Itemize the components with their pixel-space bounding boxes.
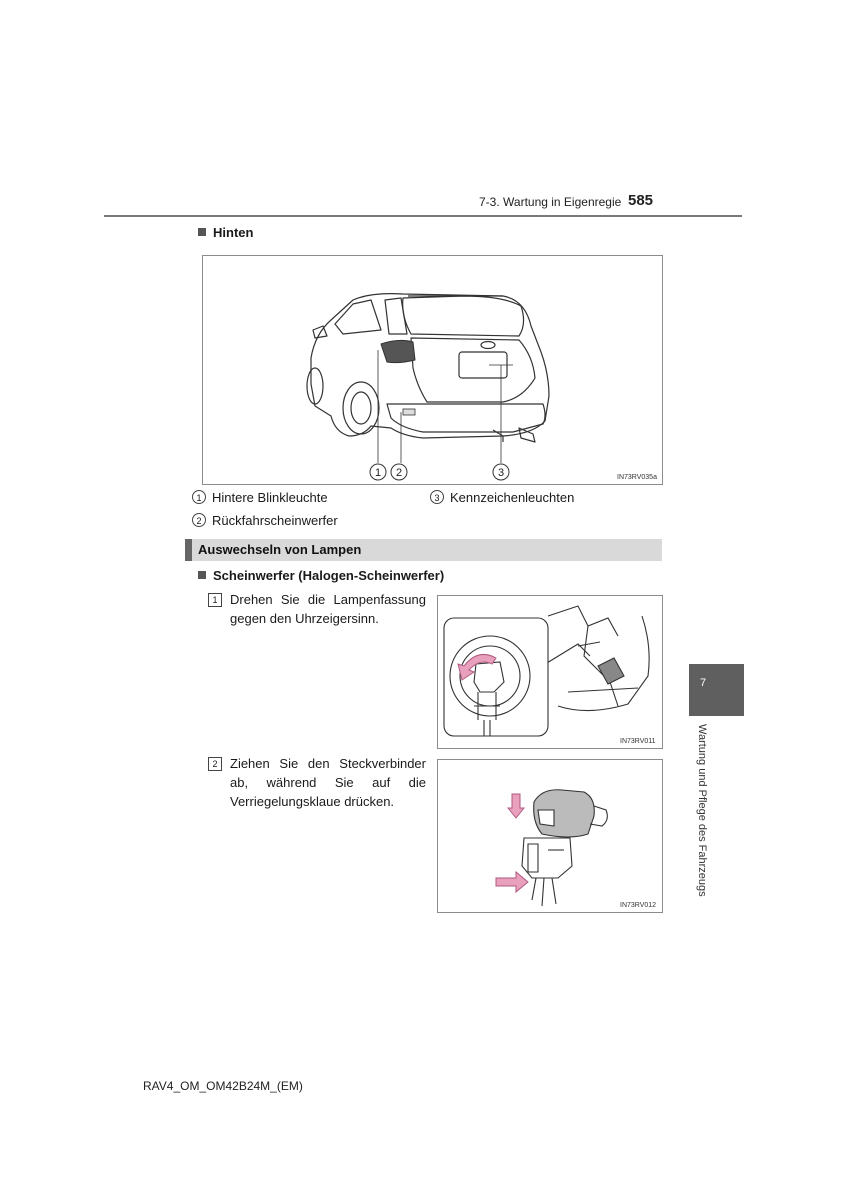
section-title-bar: Auswechseln von Lampen <box>185 539 662 561</box>
rear-car-figure: 1 2 3 IN73RV035a <box>202 255 663 485</box>
legend-item-1: 1 Hintere Blinkleuchte <box>192 490 328 505</box>
step-2-figure: IN73RV012 <box>437 759 663 913</box>
callout-1: 1 <box>375 467 381 479</box>
callout-2: 2 <box>396 467 402 479</box>
step-text-1: Drehen Sie die Lampenfassung gegen den U… <box>230 592 426 626</box>
legend-label: Hintere Blinkleuchte <box>212 490 328 505</box>
legend-label: Rückfahrscheinwerfer <box>212 513 338 528</box>
chapter-tab: 7 <box>689 664 744 716</box>
figure-code-rear: IN73RV035a <box>617 474 657 481</box>
header-rule <box>104 215 742 217</box>
running-header-section: 7-3. Wartung in Eigenregie <box>479 195 622 209</box>
legend-number: 1 <box>192 490 206 504</box>
square-bullet-icon <box>198 571 206 579</box>
legend-number: 3 <box>430 490 444 504</box>
step-number-2: 2 <box>208 757 222 771</box>
chapter-title: Wartung und Pflege des Fahrzeugs <box>696 724 708 897</box>
chapter-number: 7 <box>700 677 707 689</box>
connector-illustration <box>495 789 608 907</box>
section-title: Auswechseln von Lampen <box>198 542 362 557</box>
figure-code-step-1: IN73RV011 <box>620 738 656 745</box>
legend-label: Kennzeichenleuchten <box>450 490 575 505</box>
step-text-2: Ziehen Sie den Steckverbinder ab, währen… <box>230 756 426 809</box>
lamp-socket-illustration <box>443 605 650 737</box>
footer-code: RAV4_OM_OM42B24M_(EM) <box>143 1079 303 1093</box>
legend-item-3: 3 Kennzeichenleuchten <box>430 490 574 505</box>
rear-heading-text: Hinten <box>213 225 254 240</box>
step-1-figure: IN73RV011 <box>437 595 663 749</box>
legend-number: 2 <box>192 513 206 527</box>
rear-heading: Hinten <box>198 225 253 240</box>
legend-item-2: 2 Rückfahrscheinwerfer <box>192 513 338 528</box>
headlight-heading: Scheinwerfer (Halogen-Scheinwerfer) <box>198 568 444 583</box>
square-bullet-icon <box>198 228 206 236</box>
rear-car-illustration: 1 2 3 <box>306 293 550 481</box>
figure-code-step-2: IN73RV012 <box>620 902 657 909</box>
headlight-heading-text: Scheinwerfer (Halogen-Scheinwerfer) <box>213 568 445 583</box>
step-number-1: 1 <box>208 593 222 607</box>
callout-3: 3 <box>498 467 504 479</box>
page-number: 585 <box>628 192 654 209</box>
